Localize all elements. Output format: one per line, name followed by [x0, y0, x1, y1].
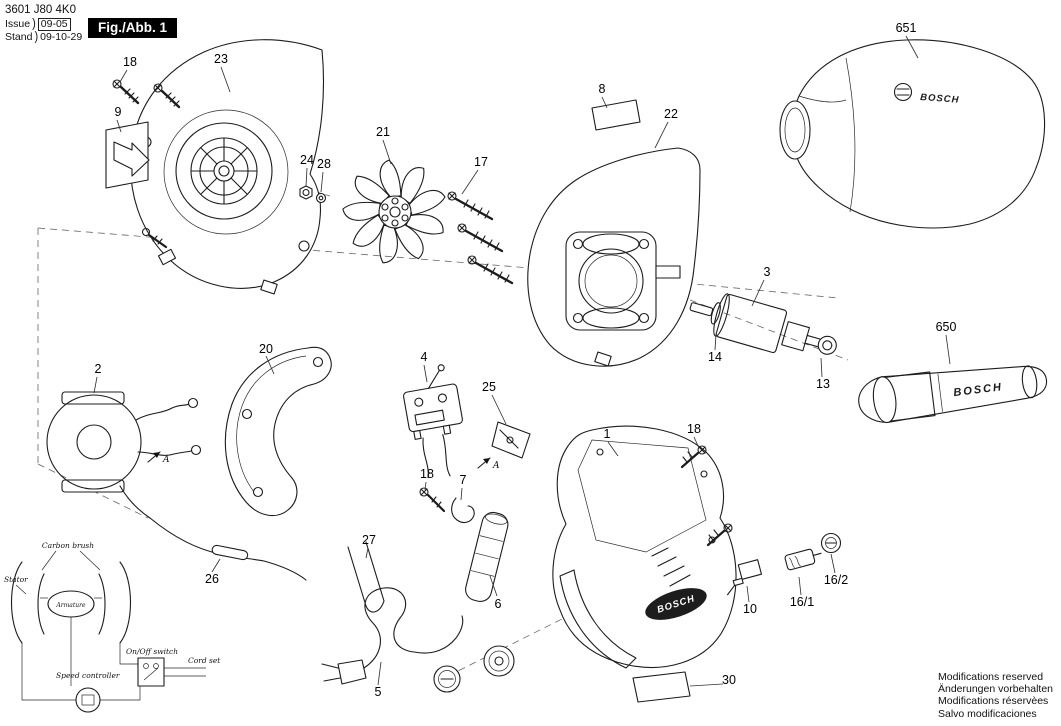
- label-part30: [632, 671, 724, 703]
- carbon-brush-part16-1: [784, 548, 822, 571]
- main-housing-part1: BOSCH: [552, 425, 737, 669]
- stand-label: Stand: [5, 30, 33, 43]
- brush-cap-part16-2: [820, 532, 842, 554]
- callout-13: 13: [816, 377, 830, 391]
- staple-part27: [347, 541, 385, 613]
- svg-text:A: A: [492, 461, 500, 471]
- screws-part18-right: [680, 445, 733, 547]
- motor-cap: [433, 665, 461, 693]
- notice-es: Salvo modificaciones: [937, 707, 1037, 720]
- switch-part4: [403, 364, 463, 479]
- schematic-label-speed-controller: Speed controller: [56, 671, 120, 680]
- callout-1: 1: [604, 427, 611, 441]
- modification-notices: Modifications reserved Änderungen vorbeh…: [938, 671, 1053, 721]
- callout-10: 10: [743, 602, 757, 616]
- cord-guard-part26: [149, 517, 307, 581]
- title-block: 3601 J80 4K0 Issue ) 09-05 Stand ) 09-10…: [5, 3, 82, 44]
- stand-value: 09-10-29: [40, 30, 83, 43]
- schematic-label-armature: Armature: [55, 602, 86, 609]
- section-marker-a1: A: [147, 451, 170, 465]
- field-coil-part2: [46, 391, 202, 519]
- callout-17: 17: [474, 155, 488, 169]
- callouts: 651 18 23 9 21 24 28 17 8 22 3 14 13 650…: [95, 21, 957, 699]
- callout-24: 24: [300, 153, 314, 167]
- bosch-badge: BOSCH: [645, 588, 707, 620]
- deflector-part9: [105, 121, 150, 189]
- handle-cover-part20: [224, 346, 332, 517]
- callout-2: 2: [95, 362, 102, 376]
- callout-18-a: 18: [123, 55, 137, 69]
- nut-part24: [299, 185, 313, 200]
- schematic-label-cord-set: Cord set: [188, 656, 221, 665]
- callout-18-b: 18: [420, 467, 434, 481]
- bracket-icon: ): [34, 30, 39, 45]
- schematic-label-carbon-brush: Carbon brush: [42, 541, 94, 550]
- brush-holder-part10: [727, 559, 763, 596]
- cord-set-part5: [321, 587, 464, 685]
- callout-650: 650: [936, 320, 957, 334]
- callout-28: 28: [317, 157, 331, 171]
- screws-part17: [447, 191, 514, 285]
- notice-fr: Modifications réservèes: [937, 695, 1049, 708]
- grip-tube-part6: [465, 511, 509, 602]
- callout-27: 27: [362, 533, 376, 547]
- screws-part18-top: [112, 79, 181, 249]
- callout-16-1: 16/1: [790, 595, 814, 609]
- issue-label: Issue: [5, 17, 31, 30]
- clip-part7: [451, 497, 475, 524]
- wiring-schematic: Carbon brush Armature Stator Speed contr…: [4, 541, 221, 713]
- callout-8: 8: [599, 82, 606, 96]
- callout-18-c: 18: [687, 422, 701, 436]
- callout-3: 3: [764, 265, 771, 279]
- bracket-icon: ): [32, 17, 36, 32]
- fan-part21: [340, 158, 448, 267]
- dust-bag-part651: BOSCH: [779, 39, 1046, 229]
- callout-7: 7: [460, 473, 467, 487]
- callout-4: 4: [421, 350, 428, 364]
- bearing-cover: [483, 645, 515, 677]
- callout-23: 23: [214, 52, 228, 66]
- leader-lines: [93, 35, 951, 686]
- bearing-part13: [817, 335, 837, 355]
- bracket-part25: [491, 421, 531, 459]
- callout-26: 26: [205, 572, 219, 586]
- callout-22: 22: [664, 107, 678, 121]
- callout-9: 9: [115, 105, 122, 119]
- callout-651: 651: [896, 21, 917, 35]
- callout-25: 25: [482, 380, 496, 394]
- notice-de: Änderungen vorbehalten: [937, 682, 1053, 695]
- blower-housing-part23: [130, 39, 325, 295]
- figure-label: Fig./Abb. 1: [88, 18, 177, 38]
- bosch-emblem-icon: [893, 82, 913, 102]
- callout-16-2: 16/2: [824, 573, 848, 587]
- notice-en: Modifications reserved: [937, 670, 1044, 683]
- motor-housing-part22: [527, 147, 701, 367]
- callout-14: 14: [708, 350, 722, 364]
- schematic-label-stator: Stator: [4, 575, 28, 584]
- svg-text:A: A: [162, 455, 170, 465]
- callout-20: 20: [259, 342, 273, 356]
- washer-part28: [315, 192, 327, 204]
- callout-21: 21: [376, 125, 390, 139]
- nozzle-part650: BOSCH: [858, 365, 1048, 424]
- callout-5: 5: [375, 685, 382, 699]
- callout-30: 30: [722, 673, 736, 687]
- schematic-label-on-off-switch: On/Off switch: [126, 647, 178, 656]
- issue-value: 09-05: [37, 17, 71, 31]
- section-marker-a2: A: [477, 457, 500, 471]
- bosch-logo-bag-text: BOSCH: [920, 92, 960, 106]
- callout-6: 6: [495, 597, 502, 611]
- label-part8: [591, 99, 641, 131]
- screw-part18-mid: [419, 487, 446, 513]
- document-number: 3601 J80 4K0: [5, 4, 76, 16]
